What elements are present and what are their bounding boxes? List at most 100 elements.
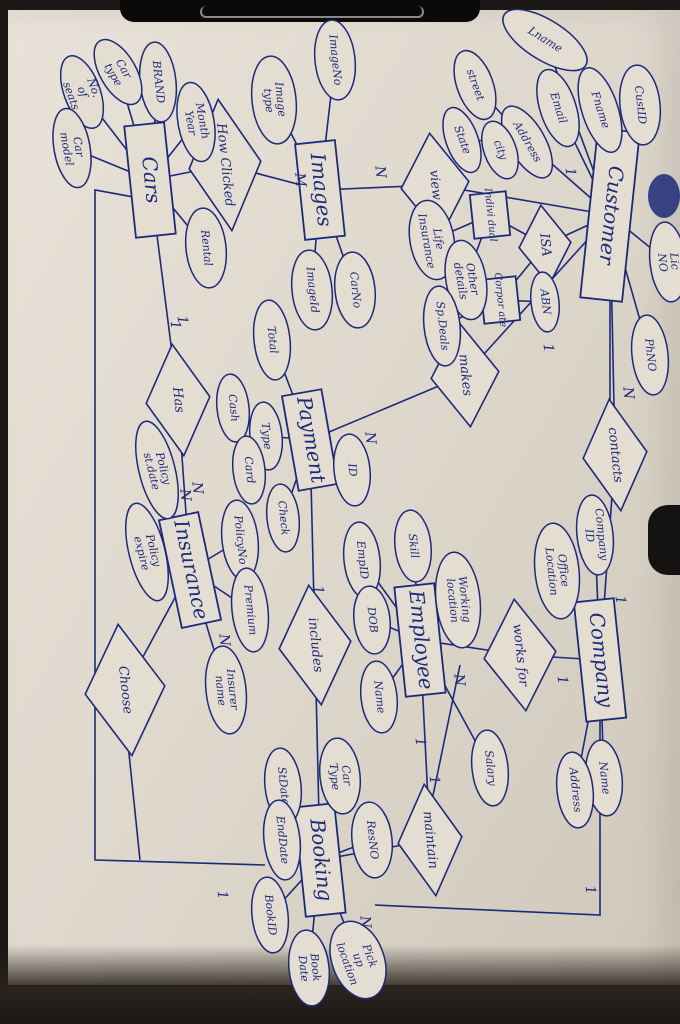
relationship-maintains: maintain (397, 782, 463, 898)
attribute-lic_no: LicNO (648, 221, 680, 303)
cardinality: 1 (310, 585, 327, 596)
attribute-enddate: EndDate (262, 799, 302, 881)
entity-company: Company (572, 597, 628, 723)
attribute-label: Policyexpire (131, 532, 164, 573)
attribute-label: No.ofseats (60, 72, 105, 112)
attribute-resno: ResNO (350, 801, 394, 879)
attribute-image_no: ImageNo (313, 19, 357, 101)
attribute-label: CarType (327, 761, 355, 791)
attribute-image_type: Imagetype (250, 55, 298, 145)
entity-payment: Payment (280, 388, 340, 492)
attribute-label: MonthYear (181, 101, 212, 142)
attribute-book_date: BookDate (287, 929, 331, 1007)
attribute-label: ImageNo (326, 33, 344, 87)
entity-cars: Cars (123, 121, 177, 239)
attribute-label: Salary (482, 750, 499, 788)
relationship-works_for: works for (483, 597, 557, 713)
cardinality: 1 (562, 167, 579, 178)
attribute-label: OfficeLocation (542, 545, 572, 597)
attribute-skill: Skill (393, 509, 433, 583)
attribute-salary: Salary (470, 729, 510, 807)
relationship-label: maintain (420, 810, 441, 869)
attribute-check: Check (265, 483, 301, 553)
attribute-month_year: MonthYear (176, 81, 216, 163)
cardinality: N (619, 385, 636, 401)
attribute-emp_id: EmpID (342, 521, 382, 599)
attribute-dob: DOB (352, 585, 392, 655)
attribute-city: city (481, 120, 519, 180)
cardinality: 1 (174, 315, 191, 326)
attribute-image_id: ImageId (290, 249, 334, 331)
attribute-label: Carmodel (57, 129, 88, 167)
cardinality: 1 (214, 890, 231, 901)
attribute-company_id: CompanyID (575, 494, 615, 576)
attribute-label: BookID (262, 893, 279, 936)
attribute-working_location: Workinglocation (434, 551, 482, 649)
attribute-car_model: Carmodel (52, 107, 92, 189)
cardinality: N (450, 672, 467, 688)
scribble-mark (648, 174, 680, 218)
relationship-label: makes (455, 353, 474, 397)
attribute-label: LicNO (655, 250, 680, 272)
cardinality: 1 (612, 595, 629, 606)
relationship-isa: ISA (518, 203, 572, 287)
attribute-label: Insurername (212, 667, 241, 712)
attribute-total: Total (252, 299, 292, 381)
attribute-label: Total (265, 326, 281, 355)
attribute-label: BookDate (295, 952, 323, 984)
attribute-label: Name (371, 679, 388, 715)
entity-images: Images (294, 139, 346, 241)
attribute-label: Otherdetails (451, 259, 482, 300)
attribute-premium: Premium (230, 567, 270, 653)
attribute-label: Workinglocation (444, 575, 474, 624)
attribute-label: ImageId (304, 265, 322, 313)
attribute-label: ID (345, 462, 359, 478)
attribute-label: Address (567, 766, 585, 814)
relationship-label: Choose (115, 665, 135, 715)
attribute-state: State (442, 106, 482, 174)
attribute-label: PolicyNo (231, 514, 249, 566)
relationship-label: ISA (536, 232, 553, 258)
attribute-label: EmpID (354, 539, 371, 580)
relationship-label: works for (509, 623, 531, 688)
attribute-pay_id: ID (332, 433, 372, 507)
attribute-car_type_b: CarType (318, 737, 362, 815)
binder-wire (200, 6, 424, 18)
cardinality: N (215, 632, 232, 648)
attribute-street: street (453, 49, 497, 121)
attribute-label: Name (596, 760, 613, 796)
attribute-label: PhNO (642, 337, 658, 372)
relationship-label: view (426, 169, 444, 201)
relationship-label: contacts (605, 427, 626, 484)
attribute-pickup_location: Pickuplocation (329, 920, 387, 1000)
attribute-comp_address: Address (555, 751, 595, 829)
cardinality: N (361, 430, 378, 446)
attribute-label: CompanyID (580, 508, 610, 563)
cardinality: N (371, 164, 388, 180)
attribute-spdeals: Sp.Deals (422, 285, 462, 367)
entity-insurance: Insurance (157, 510, 223, 630)
attribute-car_no_img: CarNo (333, 251, 377, 329)
relationship-contacts: contacts (582, 397, 648, 513)
attribute-life_insurance: LifeInsurance (408, 199, 456, 281)
relationship-label: Has (169, 385, 187, 414)
attribute-abn: ABN (529, 271, 561, 333)
attribute-label: Card (242, 456, 258, 484)
attribute-other_details: Otherdetails (444, 239, 488, 321)
cardinality: 1 (554, 675, 571, 686)
attribute-label: ResNO (364, 819, 381, 860)
relationship-label: includes (305, 617, 326, 674)
entity-customer: Customer (579, 127, 641, 303)
attribute-car_type: Cartype (93, 38, 143, 106)
attribute-card: Card (231, 435, 267, 505)
cardinality: 1 (426, 775, 443, 786)
cardinality: 1 (167, 320, 184, 331)
cardinality: M (291, 171, 309, 189)
relationship-choose: Choose (84, 622, 166, 758)
attribute-label: Rental (198, 228, 215, 267)
attribute-bookid: BookID (250, 876, 290, 954)
attribute-label: ABN (538, 288, 554, 316)
attribute-email: Email (536, 68, 580, 148)
